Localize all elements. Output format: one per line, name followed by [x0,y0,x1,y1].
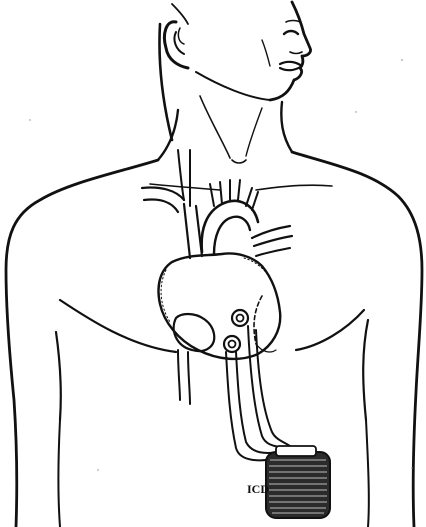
electrodes [224,310,248,352]
heart-icon [159,254,281,359]
electrode-lower [224,336,240,352]
electrode-upper [232,310,248,326]
icd-label: ICD [247,482,269,496]
paper-specks [29,59,413,470]
icd-device-icon [266,446,330,518]
head-outline [160,2,311,140]
